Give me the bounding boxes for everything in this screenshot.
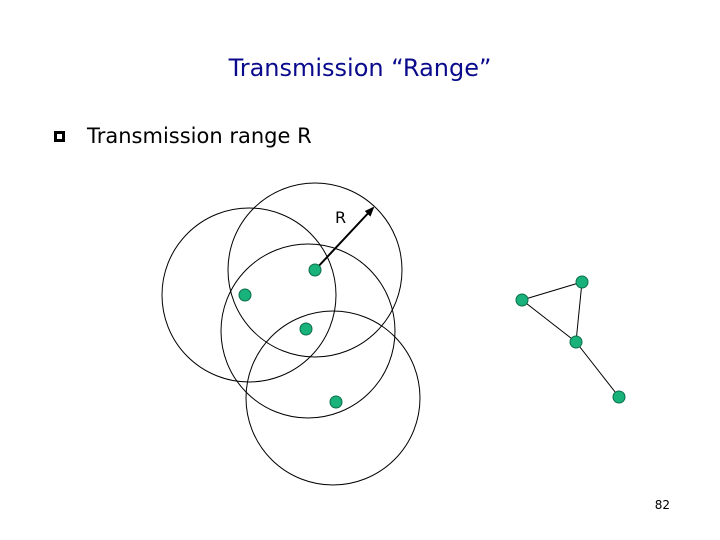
link-line — [575, 281, 583, 343]
radius-label: R — [335, 208, 346, 227]
range-circle — [220, 243, 396, 419]
range-circle — [161, 207, 337, 383]
bullet-icon — [54, 130, 65, 142]
bullet-text: Transmission range R — [87, 124, 312, 148]
network-node — [299, 322, 313, 336]
network-node — [329, 395, 343, 409]
network-node — [569, 335, 583, 349]
link-line — [521, 281, 583, 301]
page-number: 82 — [654, 498, 670, 512]
slide-title: Transmission “Range” — [228, 54, 492, 82]
link-line — [521, 299, 577, 343]
range-circle — [227, 182, 403, 358]
network-node — [515, 293, 529, 307]
network-node — [308, 263, 322, 277]
network-node — [612, 390, 626, 404]
link-line — [575, 341, 620, 398]
network-node — [238, 288, 252, 302]
bullet-item: Transmission range R — [54, 124, 312, 148]
range-circle — [245, 310, 421, 486]
network-node — [575, 275, 589, 289]
radius-arrow — [314, 206, 375, 271]
